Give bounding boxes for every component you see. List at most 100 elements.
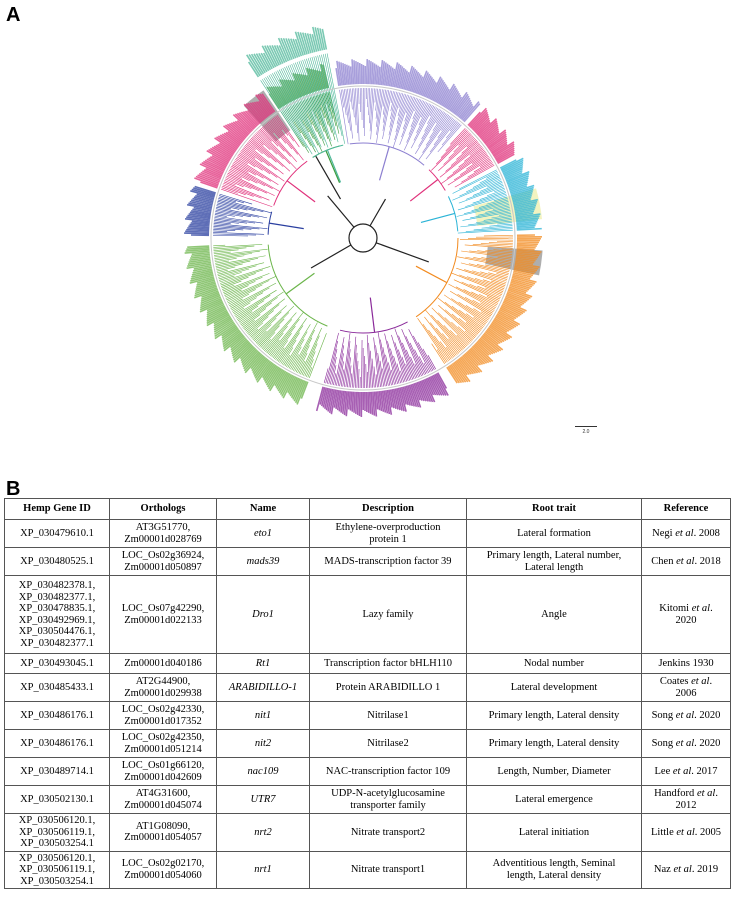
leaf-label [492, 320, 510, 332]
leaf-label [253, 53, 266, 74]
leaf-label [188, 258, 211, 263]
leaf-branch [444, 309, 477, 337]
leaf-branch [449, 290, 492, 317]
root-trait-cell: Primary length, Lateral density [466, 701, 642, 730]
leaf-branch [217, 202, 248, 211]
leaf-branch [258, 318, 285, 346]
leaf-branch [235, 157, 279, 185]
leaf-branch [394, 95, 410, 141]
leaf-branch [469, 146, 482, 156]
leaf-branch [486, 172, 499, 179]
leaf-branch [298, 360, 306, 374]
leaf-branch [235, 295, 271, 318]
leaf-label [327, 388, 334, 412]
leaf-branch [269, 120, 293, 150]
leaf-branch [412, 335, 432, 372]
leaf-label [194, 287, 218, 297]
leaf-label [280, 37, 291, 61]
leaf-label [411, 383, 422, 408]
leaf-branch [223, 182, 262, 199]
leaf-branch [312, 96, 329, 140]
leaf-label [452, 362, 469, 383]
leaf-label [372, 63, 376, 85]
leaf-branch [376, 89, 385, 143]
leaf-branch [239, 297, 278, 324]
leaf-label [351, 59, 355, 85]
leaf-label [510, 279, 533, 288]
leaf-branch [473, 161, 493, 173]
leaf-branch [431, 343, 445, 364]
leaf-label [347, 65, 352, 85]
leaf-branch [287, 339, 305, 368]
leaf-label [253, 358, 269, 377]
leaf-branch [391, 369, 395, 385]
description-cell: MADS-transcription factor 39 [309, 547, 467, 576]
leaf-branch [276, 318, 307, 361]
clade-arc [447, 196, 459, 232]
leaf-label [516, 249, 542, 253]
leaf-label [356, 391, 360, 415]
leaf-branch [214, 214, 227, 217]
leaf-branch [459, 239, 513, 241]
outer-ring [210, 85, 516, 391]
leaf-branch [473, 308, 490, 320]
leaf-label [469, 348, 486, 365]
leaf-label [474, 117, 490, 133]
leaf-label [232, 343, 252, 361]
leaf-label [254, 359, 270, 379]
leaf-branch [231, 164, 281, 192]
leaf-branch [485, 264, 510, 271]
leaf-branch [302, 59, 328, 134]
gene-id-cell: XP_030493045.1 [4, 653, 110, 674]
leaf-label [406, 67, 415, 91]
leaf-label [257, 100, 271, 117]
leaf-label [338, 61, 343, 86]
leaf-label [421, 75, 432, 97]
leaf-label [192, 197, 214, 205]
leaf-branch [425, 309, 462, 352]
leaf-branch [245, 143, 284, 175]
leaf-branch [448, 283, 496, 310]
leaf-label [279, 373, 293, 396]
leaf-label [424, 78, 435, 98]
leaf-label [474, 343, 494, 362]
leaf-label [418, 72, 429, 95]
leaf-branch [440, 152, 487, 185]
leaf-branch [218, 272, 242, 280]
leaf-branch [218, 196, 237, 203]
leaf-branch [493, 264, 510, 270]
gene-name-cell: nrt1 [216, 850, 310, 889]
leaf-label [201, 162, 224, 174]
leaf-label [255, 101, 269, 118]
leaf-label [447, 92, 461, 111]
reference-cell: Song et al. 2020 [641, 701, 731, 730]
leaf-label [382, 62, 387, 86]
leaf-branch [213, 247, 247, 251]
leaf-branch [453, 157, 490, 181]
tree-backbone [327, 195, 355, 228]
leaf-branch [342, 333, 351, 387]
leaf-branch [485, 207, 510, 213]
leaf-label [478, 120, 498, 138]
leaf-branch [486, 198, 508, 205]
leaf-label [353, 60, 357, 85]
leaf-label [251, 355, 265, 372]
reference-author: Jenkins 1930 [658, 657, 714, 669]
leaf-label [484, 331, 501, 344]
leaf-label [209, 156, 228, 167]
leaf-branch [275, 115, 294, 142]
leaf-branch [233, 161, 257, 176]
header-hemp-gene-id: Hemp Gene ID [4, 498, 110, 520]
leaf-label [448, 364, 463, 384]
leaf-branch [313, 56, 336, 135]
leaf-branch [252, 136, 291, 172]
leaf-branch [462, 211, 511, 221]
leaf-label [503, 165, 524, 176]
leaf-label [230, 122, 248, 138]
leaf-branch [326, 340, 339, 384]
reference-year: . 2017 [691, 765, 718, 777]
leaf-label [193, 196, 214, 203]
leaf-label [488, 137, 508, 151]
